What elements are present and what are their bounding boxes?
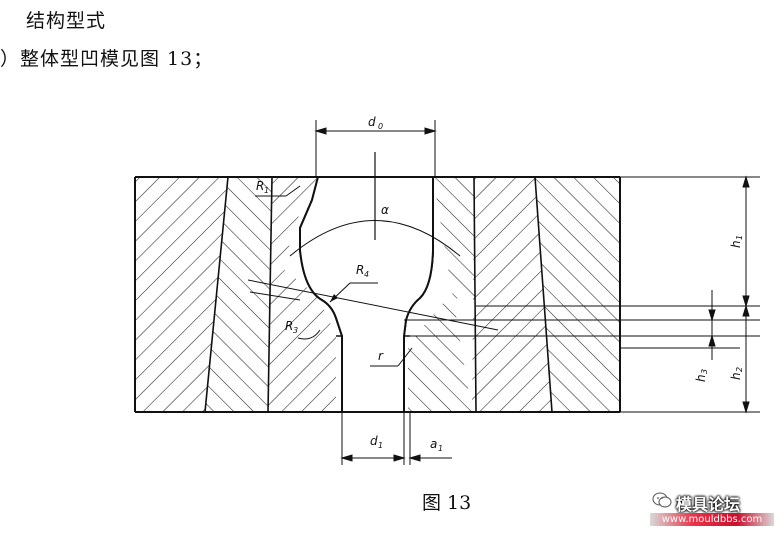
r3-label: R: [285, 319, 293, 333]
h3-label: h: [694, 374, 708, 382]
list-item-text: ）整体型凹模见图 13；: [0, 48, 214, 70]
h1-label: h: [729, 240, 743, 248]
svg-text:1: 1: [264, 186, 269, 195]
svg-text:1: 1: [378, 441, 383, 450]
leader-line: [247, 279, 499, 331]
svg-text:1: 1: [438, 444, 443, 453]
svg-text:3: 3: [293, 326, 298, 335]
height-dimensions: [404, 175, 760, 414]
svg-text:3: 3: [700, 369, 709, 374]
d1-label: d: [370, 434, 378, 448]
section-heading: 结构型式: [26, 10, 107, 32]
figure-caption: 图 13: [422, 492, 472, 514]
section-hatching: [135, 177, 620, 412]
h2-label: h: [729, 372, 743, 380]
svg-text:1: 1: [735, 235, 744, 240]
a1-label: a: [430, 437, 437, 451]
svg-text:4: 4: [364, 270, 369, 279]
bottom-dimensions: [340, 412, 452, 465]
r4-label: R: [356, 263, 364, 277]
angle-arc: [289, 220, 461, 257]
svg-text:2: 2: [735, 367, 744, 372]
r1-label: R: [256, 179, 264, 193]
watermark-url: www.mouldbbs.com: [650, 513, 774, 526]
watermark-logo: 模具论坛 www.mouldbbs.com: [648, 489, 776, 527]
dimension-d0: [314, 120, 437, 177]
svg-text:0: 0: [378, 122, 383, 131]
r-label: r: [378, 349, 384, 363]
wechat-icon: [652, 492, 672, 508]
die-cavity: [300, 178, 433, 411]
d0-label: d: [368, 115, 376, 129]
alpha-label: α: [381, 203, 389, 217]
watermark-title: 模具论坛: [676, 495, 741, 514]
